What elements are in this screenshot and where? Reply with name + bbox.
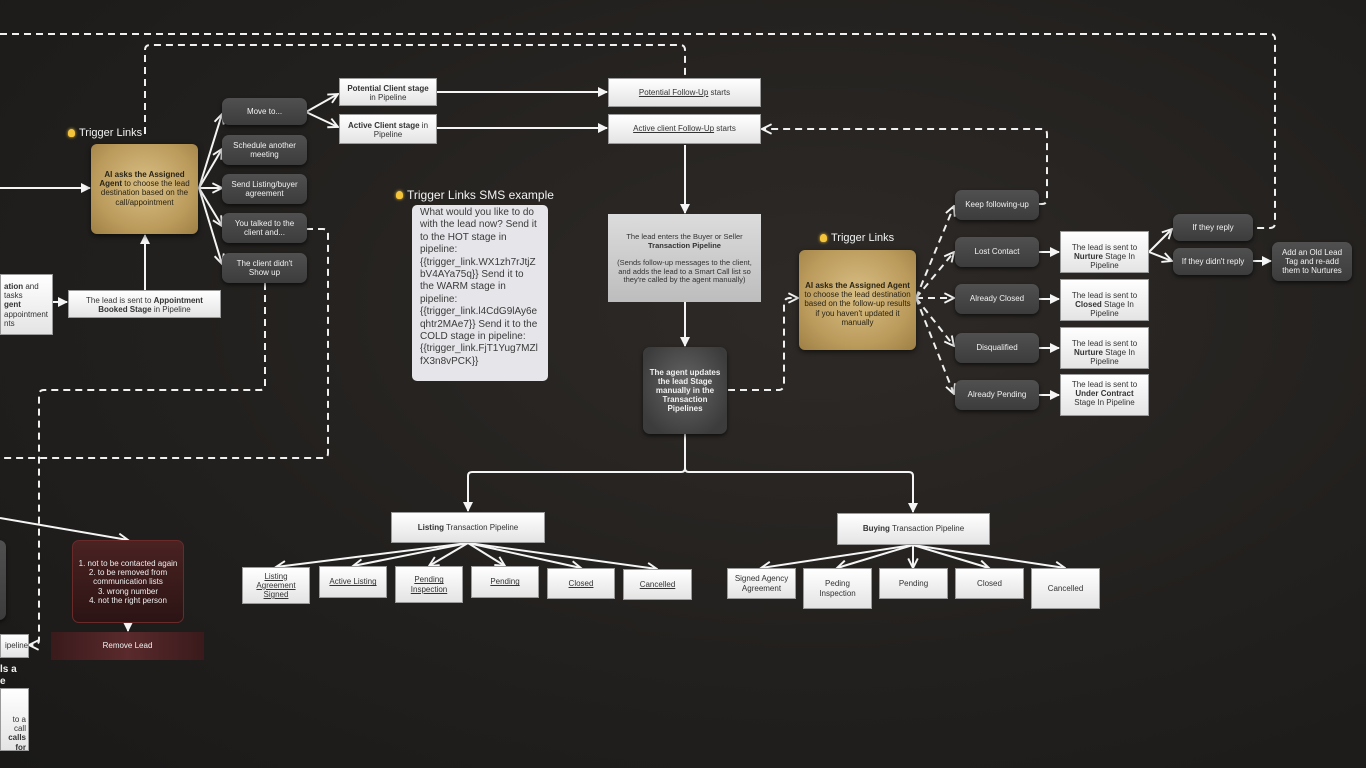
- transaction-pipeline-entry-node[interactable]: The lead enters the Buyer or Seller Tran…: [608, 214, 761, 302]
- listing-stage-active-listing[interactable]: Active Listing: [319, 566, 387, 598]
- listing-stage-pending[interactable]: Pending: [471, 566, 539, 598]
- buying-stage-cancelled[interactable]: Cancelled: [1031, 568, 1100, 609]
- ai-assigned-agent-node-2[interactable]: AI asks the Assigned Agent to choose the…: [799, 250, 916, 350]
- appointment-booked-node[interactable]: The lead is sent to Appointment Booked S…: [68, 290, 221, 318]
- trigger-links-sms-label: Trigger Links SMS example: [396, 188, 554, 202]
- agent-updates-stage-node[interactable]: The agent updates the lead Stage manuall…: [643, 347, 727, 434]
- remove-lead-button[interactable]: Remove Lead: [51, 632, 204, 660]
- active-client-stage-node[interactable]: Active Client stage in Pipeline: [339, 114, 437, 144]
- trigger-links-label-2: Trigger Links: [820, 232, 894, 244]
- buying-stage-pending[interactable]: Pending: [879, 568, 948, 599]
- already-closed-button[interactable]: Already Closed: [955, 284, 1039, 314]
- closed-stage-node[interactable]: The lead is sent to Closed Stage In Pipe…: [1060, 279, 1149, 321]
- disqualified-button[interactable]: Disqualified: [955, 333, 1039, 363]
- nurture-stage-node[interactable]: The lead is sent to Nurture Stage In Pip…: [1060, 231, 1149, 273]
- send-listing-agreement-button[interactable]: Send Listing/buyer agreement: [222, 174, 307, 204]
- listing-stage-cancelled[interactable]: Cancelled: [623, 569, 692, 600]
- buying-stage-inspection[interactable]: Peding Inspection: [803, 568, 872, 609]
- trigger-links-label-1: Trigger Links: [68, 127, 142, 139]
- old-lead-tag-button[interactable]: Add an Old Lead Tag and re-add them to N…: [1272, 242, 1352, 281]
- already-pending-button[interactable]: Already Pending: [955, 380, 1039, 410]
- client-no-show-button[interactable]: The client didn't Show up: [222, 253, 307, 283]
- buying-pipeline-node[interactable]: Buying Transaction Pipeline: [837, 513, 990, 545]
- nurture-stage-node-2[interactable]: The lead is sent to Nurture Stage In Pip…: [1060, 327, 1149, 369]
- if-they-reply-button[interactable]: If they reply: [1173, 214, 1253, 241]
- dnc-reason: 4. not the right person: [89, 595, 167, 605]
- active-followup-node[interactable]: Active client Follow-Up starts: [608, 114, 761, 144]
- partial-task-node[interactable]: ation and tasks gent appointment nts: [0, 274, 53, 335]
- buying-stage-closed[interactable]: Closed: [955, 568, 1024, 599]
- listing-pipeline-node[interactable]: Listing Transaction Pipeline: [391, 512, 545, 543]
- under-contract-stage-node[interactable]: The lead is sent to Under Contract Stage…: [1060, 374, 1149, 416]
- listing-stage-closed[interactable]: Closed: [547, 568, 615, 599]
- dnc-reason: 3. wrong number: [97, 586, 159, 596]
- dnc-reason: 1. not to be contacted again: [78, 559, 178, 568]
- lightbulb-icon: [68, 129, 75, 137]
- lightbulb-icon: [820, 234, 827, 242]
- lost-contact-button[interactable]: Lost Contact: [955, 237, 1039, 267]
- schedule-meeting-button[interactable]: Schedule another meeting: [222, 135, 307, 165]
- potential-client-stage-node[interactable]: Potential Client stage in Pipeline: [339, 78, 437, 106]
- partial-pipeline-node[interactable]: ipeline: [0, 634, 29, 658]
- talked-to-client-button[interactable]: You talked to the client and...: [222, 213, 307, 243]
- move-to-button[interactable]: Move to...: [222, 98, 307, 125]
- do-not-contact-reasons: 1. not to be contacted again 2. to be re…: [72, 540, 184, 623]
- listing-stage-pending-inspection[interactable]: Pending Inspection: [395, 566, 463, 603]
- if-no-reply-button[interactable]: If they didn't reply: [1173, 248, 1253, 275]
- buying-stage-agency-agreement[interactable]: Signed Agency Agreement: [727, 568, 796, 599]
- listing-stage-agreement-signed[interactable]: Listing Agreement Signed: [242, 567, 310, 604]
- ai-assigned-agent-node[interactable]: AI asks the Assigned Agent to choose the…: [91, 144, 198, 234]
- partial-dark-node[interactable]: [0, 540, 6, 620]
- keep-following-up-button[interactable]: Keep following-up: [955, 190, 1039, 220]
- dnc-reason: 2. to be removed from communication list…: [88, 568, 168, 587]
- potential-followup-node[interactable]: Potential Follow-Up starts: [608, 78, 761, 107]
- sms-example-box: What would you like to do with the lead …: [412, 205, 548, 381]
- lightbulb-icon: [396, 191, 403, 199]
